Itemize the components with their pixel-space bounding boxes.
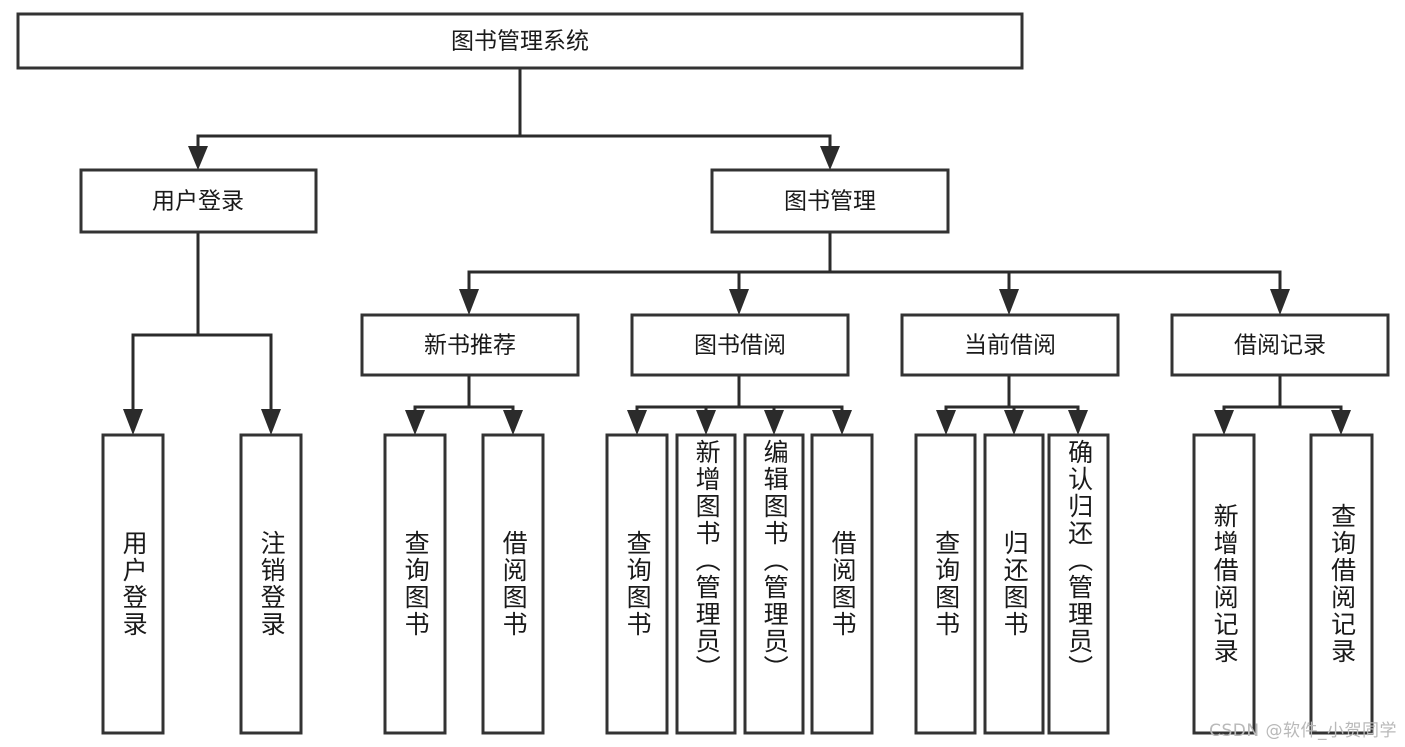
- connector-group-book-borrow: [627, 373, 852, 435]
- csdn-watermark: CSDN @软件_小贺同学: [1209, 721, 1397, 741]
- node-new-book-label: 新书推荐: [424, 333, 516, 359]
- arrow-head-leaf-borrow-2: [696, 410, 716, 435]
- node-borrow-record-box[interactable]: [1170, 313, 1390, 377]
- node-borrow-record[interactable]: 借阅记录: [1170, 313, 1390, 377]
- node-book-borrow-box[interactable]: [630, 313, 850, 377]
- leaf-box-borrow-add[interactable]: [675, 433, 737, 735]
- arrow-head-book-borrow: [729, 289, 749, 315]
- connector-group-user-login: [123, 230, 281, 435]
- leaf-box-current-confirm[interactable]: [1047, 433, 1110, 735]
- node-new-book-box[interactable]: [360, 313, 580, 377]
- connector-group-root: [188, 66, 840, 170]
- leaf-box-logout[interactable]: [239, 433, 303, 735]
- leaf-box-newbook-borrow[interactable]: [481, 433, 545, 735]
- arrow-head-book-manage: [820, 146, 840, 170]
- leaf-box-record-add[interactable]: [1192, 433, 1256, 735]
- node-root[interactable]: 图书管理系统: [16, 12, 1024, 70]
- arrow-head-borrow-record: [1270, 289, 1290, 315]
- leaf-box-user-login[interactable]: [101, 433, 165, 735]
- arrow-head-leaf-current-3: [1068, 410, 1088, 435]
- node-book-manage[interactable]: 图书管理: [710, 168, 950, 234]
- arrow-head-leaf-record-1: [1214, 410, 1234, 435]
- node-book-borrow[interactable]: 图书借阅: [630, 313, 850, 377]
- leaf-box-borrow-edit[interactable]: [743, 433, 805, 735]
- node-user-login[interactable]: 用户登录: [79, 168, 318, 234]
- node-user-login-label: 用户登录: [152, 189, 244, 215]
- connector-group-book-manage: [459, 230, 1290, 315]
- leaf-boxes: [101, 433, 1374, 735]
- node-new-book[interactable]: 新书推荐: [360, 313, 580, 377]
- connector-group-borrow-record: [1214, 373, 1351, 435]
- arrow-head-new-book: [459, 289, 479, 315]
- leaf-box-newbook-query[interactable]: [383, 433, 447, 735]
- node-user-login-box[interactable]: [79, 168, 318, 234]
- node-current-borrow-box[interactable]: [900, 313, 1120, 377]
- node-borrow-record-label: 借阅记录: [1234, 333, 1326, 359]
- node-current-borrow[interactable]: 当前借阅: [900, 313, 1120, 377]
- arrow-head-leaf-newbook-1: [405, 410, 425, 435]
- node-book-manage-label: 图书管理: [784, 189, 876, 215]
- leaf-box-borrow-query[interactable]: [605, 433, 669, 735]
- leaf-box-borrow-lend[interactable]: [810, 433, 874, 735]
- node-book-borrow-label: 图书借阅: [694, 333, 786, 359]
- arrow-head-leaf-user-1: [123, 409, 143, 435]
- arrow-head-leaf-newbook-2: [503, 410, 523, 435]
- arrow-head-leaf-borrow-1: [627, 410, 647, 435]
- node-book-manage-box[interactable]: [710, 168, 950, 234]
- arrow-head-leaf-user-2: [261, 409, 281, 435]
- arrow-head-leaf-current-1: [936, 410, 956, 435]
- arrow-head-leaf-current-2: [1004, 410, 1024, 435]
- node-current-borrow-label: 当前借阅: [964, 333, 1056, 359]
- arrow-head-leaf-borrow-4: [832, 410, 852, 435]
- arrow-head-leaf-record-2: [1331, 410, 1351, 435]
- leaf-box-record-query[interactable]: [1309, 433, 1374, 735]
- node-root-box[interactable]: [16, 12, 1024, 70]
- connector-group-new-book: [405, 373, 523, 435]
- leaf-box-current-query[interactable]: [914, 433, 977, 735]
- arrow-head-current-borrow: [999, 289, 1019, 315]
- connector-group-current-borrow: [936, 373, 1088, 435]
- node-root-label: 图书管理系统: [451, 29, 589, 55]
- arrow-head-user-login: [188, 146, 208, 170]
- leaf-box-current-return[interactable]: [983, 433, 1045, 735]
- arrow-head-leaf-borrow-3: [764, 410, 784, 435]
